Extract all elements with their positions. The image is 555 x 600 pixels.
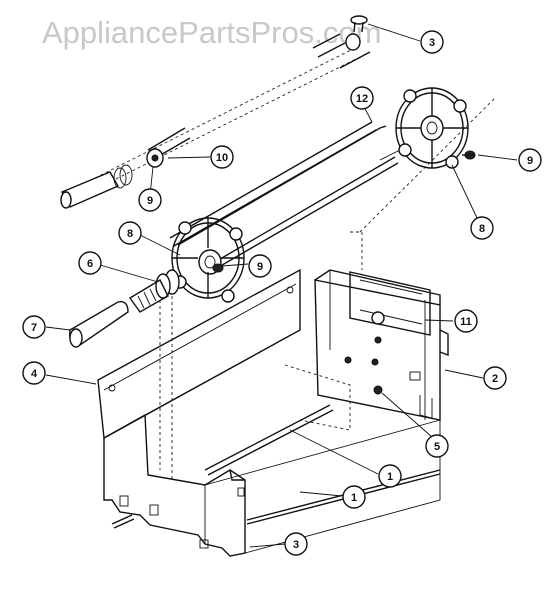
callout-9-right: 9 xyxy=(518,148,542,172)
svg-text:12: 12 xyxy=(356,93,368,105)
svg-text:9: 9 xyxy=(527,155,533,167)
svg-text:3: 3 xyxy=(293,539,299,551)
callout-3-top: 3 xyxy=(420,30,444,54)
callout-10: 10 xyxy=(210,145,234,169)
svg-text:8: 8 xyxy=(127,228,133,240)
cabinet-frame xyxy=(97,97,496,557)
lower-shaft xyxy=(214,149,401,269)
callout-5: 5 xyxy=(425,434,449,458)
svg-text:1: 1 xyxy=(351,492,357,504)
svg-text:9: 9 xyxy=(257,261,263,273)
svg-text:9: 9 xyxy=(147,195,153,207)
spit-bushing xyxy=(128,269,180,313)
callout-3-bottom: 3 xyxy=(284,532,308,556)
callout-11: 11 xyxy=(454,309,478,333)
right-spit-wheel xyxy=(395,87,476,169)
callout-8-right: 8 xyxy=(470,216,494,240)
watermark-text: AppliancePartsPros.com xyxy=(42,15,381,50)
callout-4: 4 xyxy=(22,361,46,385)
upper-spit-assembly xyxy=(60,15,371,209)
svg-text:2: 2 xyxy=(492,373,498,385)
callouts: 3 12 10 9 8 9 8 6 xyxy=(22,30,542,556)
svg-text:6: 6 xyxy=(87,258,93,270)
leader-lines xyxy=(45,23,518,548)
svg-text:10: 10 xyxy=(216,152,228,164)
svg-text:1: 1 xyxy=(387,471,393,483)
callout-2: 2 xyxy=(483,366,507,390)
callout-9-left: 9 xyxy=(248,254,272,278)
callout-1-lower: 1 xyxy=(342,485,366,509)
svg-text:4: 4 xyxy=(31,368,38,380)
svg-text:8: 8 xyxy=(479,223,485,235)
callout-1-upper: 1 xyxy=(378,464,402,488)
svg-text:7: 7 xyxy=(31,322,37,334)
svg-text:3: 3 xyxy=(429,37,435,49)
left-spit-wheel xyxy=(171,217,245,303)
spit-rod xyxy=(169,121,387,247)
callout-9-upper-left: 9 xyxy=(138,188,162,212)
spit-handle xyxy=(69,301,129,348)
svg-text:5: 5 xyxy=(434,441,440,453)
callout-8-left: 8 xyxy=(118,221,142,245)
svg-text:11: 11 xyxy=(460,316,472,328)
callout-6: 6 xyxy=(78,251,102,275)
callout-7: 7 xyxy=(22,315,46,339)
callout-12: 12 xyxy=(350,86,374,110)
